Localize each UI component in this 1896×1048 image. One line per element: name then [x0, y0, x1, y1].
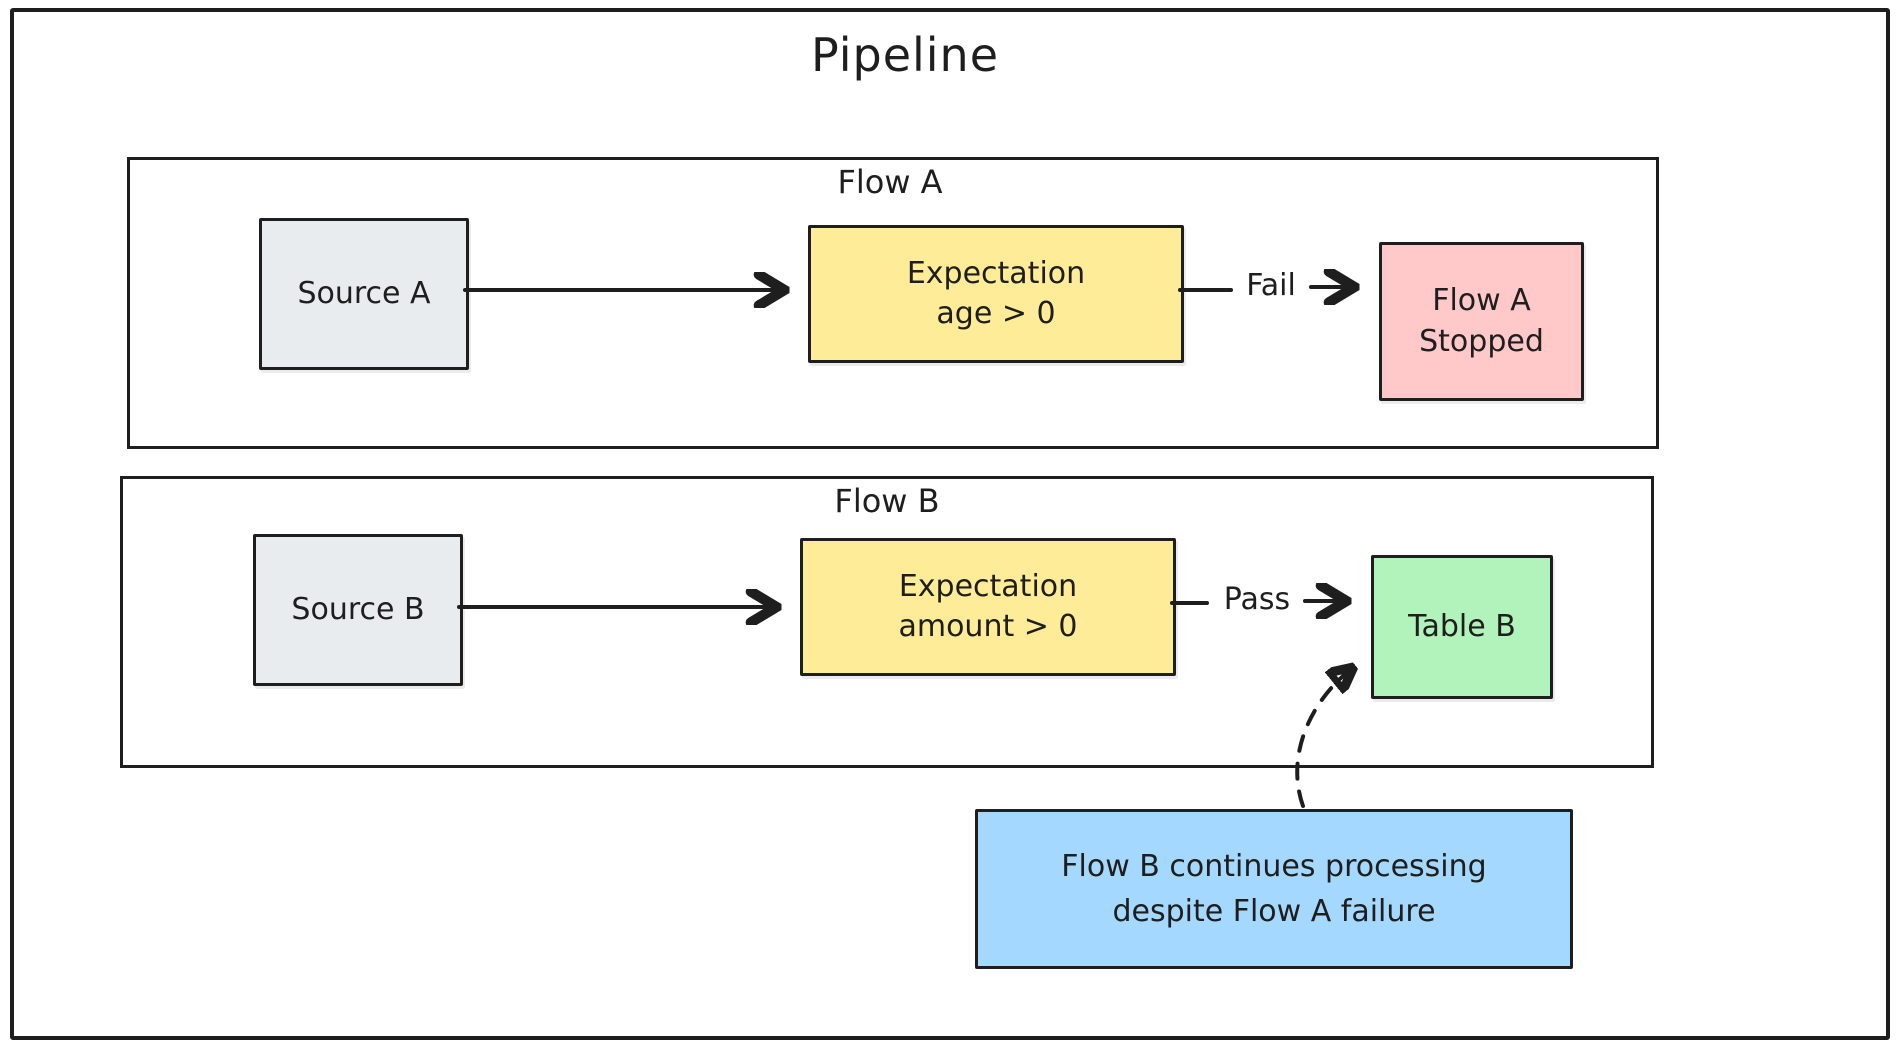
node-table-b: Table B: [1371, 555, 1553, 699]
expectation-a-line2: age > 0: [936, 296, 1056, 331]
expectation-a-line1: Expectation: [906, 255, 1086, 291]
node-expectation-b: Expectation amount > 0: [800, 538, 1176, 676]
source-b-text: Source B: [291, 591, 425, 627]
pass-edge-label: Pass: [1223, 582, 1291, 617]
node-flow-a-stopped: Flow A Stopped: [1379, 242, 1584, 401]
note-box: Flow B continues processing despite Flow…: [975, 809, 1573, 969]
table-b-text: Table B: [1408, 608, 1516, 644]
expectation-b-line1: Expectation: [898, 568, 1078, 604]
note-line2: despite Flow A failure: [1112, 894, 1436, 929]
source-a-text: Source A: [297, 275, 431, 311]
flow-a-stopped-line1: Flow A: [1432, 283, 1531, 318]
flow-b-label: Flow B: [834, 482, 940, 520]
node-source-a: Source A: [259, 218, 469, 370]
node-expectation-a: Expectation age > 0: [808, 225, 1184, 363]
pipeline-title: Pipeline: [810, 28, 1000, 82]
fail-edge-label: Fail: [1246, 268, 1296, 303]
note-line1: Flow B continues processing: [1061, 849, 1487, 884]
expectation-b-line2: amount > 0: [898, 609, 1078, 644]
flow-a-label: Flow A: [837, 163, 943, 201]
node-source-b: Source B: [253, 534, 463, 686]
flow-a-stopped-line2: Stopped: [1419, 323, 1544, 359]
